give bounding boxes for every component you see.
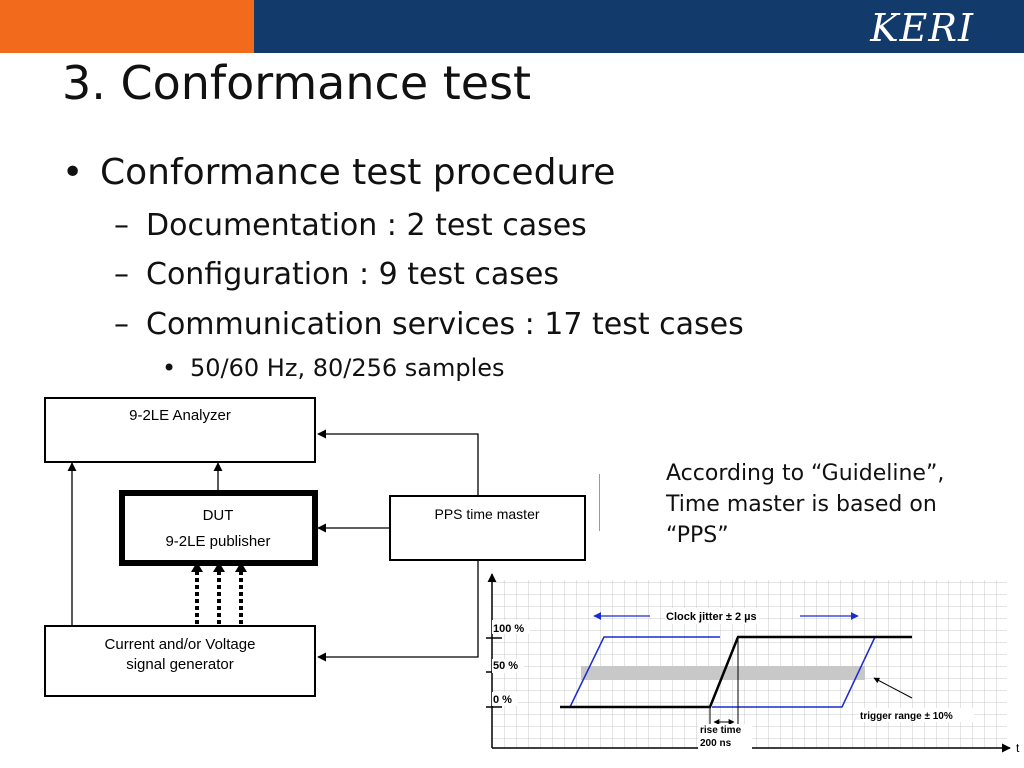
signal-arrow-2-head [213, 562, 225, 572]
subitem-text: Configuration : 9 test cases [146, 257, 559, 292]
subitem-configuration: –Configuration : 9 test cases [114, 257, 559, 292]
pps-note: According to “Guideline”, Time master is… [666, 458, 1006, 551]
rise-time-value: 200 ns [700, 738, 732, 749]
slide-title: 3. Conformance test [62, 56, 532, 110]
y-label-0: 0 % [493, 694, 512, 706]
label-bg-0 [492, 692, 518, 706]
dut-label: DUT [203, 507, 234, 524]
note-line-2: Time master is based on [666, 492, 937, 517]
y-label-100: 100 % [493, 623, 524, 635]
subsub-samples: • 50/60 Hz, 80/256 samples [162, 354, 505, 382]
generator-label-2: signal generator [126, 656, 234, 673]
rise-label-bg [698, 724, 752, 750]
header-navy-band: KERI [254, 0, 1024, 53]
bullet-text: Conformance test procedure [100, 152, 616, 193]
trigger-label-bg [858, 708, 974, 722]
rise-time-label: rise time [700, 725, 742, 736]
clock-jitter-label: Clock jitter ± 2 µs [666, 611, 757, 623]
timing-graph: t 100 % 50 % 0 % Clock jitter ± 2 µs ris… [486, 573, 1020, 755]
generator-label-1: Current and/or Voltage [105, 636, 256, 653]
jitter-early-edge [569, 636, 720, 708]
bullet-marker: • [62, 152, 84, 193]
signal-waveform [560, 635, 912, 709]
pps-label: PPS time master [434, 506, 539, 522]
dash-marker: – [114, 257, 129, 292]
axis-t-label: t [1016, 741, 1020, 755]
analyzer-label: 9-2LE Analyzer [129, 407, 231, 424]
dash-marker: – [114, 307, 129, 342]
trigger-range-label: trigger range ± 10% [860, 711, 953, 722]
y-label-50: 50 % [493, 660, 518, 672]
keri-logo: KERI [870, 6, 974, 50]
dut-sub-label: 9-2LE publisher [165, 533, 270, 550]
signal-arrow-3-head [235, 562, 247, 572]
subitem-text: Communication services : 17 test cases [146, 307, 744, 342]
note-line-3: “PPS” [666, 523, 729, 548]
note-line-1: According to “Guideline”, [666, 461, 945, 486]
test-setup-diagram: 9-2LE Analyzer DUT 9-2LE publisher PPS t… [44, 397, 600, 697]
label-bg-100 [492, 620, 530, 634]
label-bg-50 [492, 659, 524, 673]
signal-arrow-1-head [191, 562, 203, 572]
jitter-late-edge [712, 636, 876, 708]
subitem-text: Documentation : 2 test cases [146, 208, 587, 243]
subitem-documentation: –Documentation : 2 test cases [114, 208, 587, 243]
jitter-label-bg [665, 608, 759, 624]
bullet-procedure: • Conformance test procedure [62, 152, 615, 193]
graph-grid [492, 580, 1007, 748]
arrow-pps-generator [317, 560, 479, 662]
subitem-communication: –Communication services : 17 test cases [114, 307, 744, 342]
bullet-marker: • [162, 354, 177, 382]
pps-box [389, 495, 586, 561]
trigger-pointer [873, 677, 913, 699]
header-orange-band [0, 0, 254, 53]
generator-box [44, 625, 316, 697]
dash-marker: – [114, 208, 129, 243]
subsub-text: 50/60 Hz, 80/256 samples [190, 354, 505, 382]
arrow-pps-analyzer [317, 429, 479, 496]
dut-box [119, 490, 318, 566]
analyzer-box [44, 397, 316, 463]
